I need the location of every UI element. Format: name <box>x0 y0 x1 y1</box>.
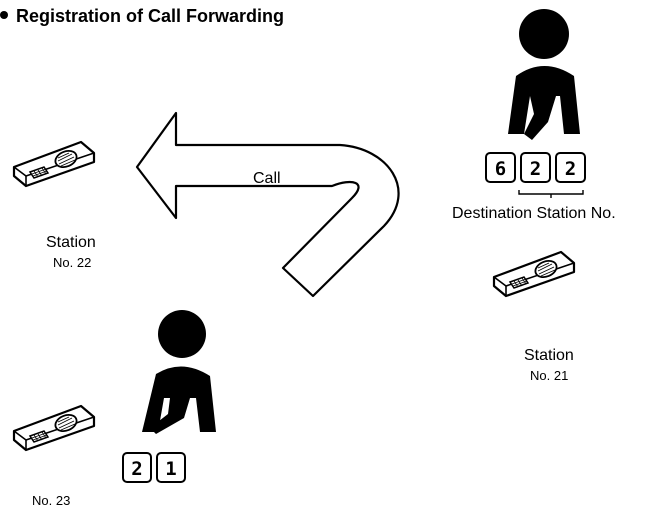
person-icon <box>508 9 580 140</box>
dialed-key: 1 <box>165 458 176 480</box>
dialed-key: 2 <box>131 458 142 480</box>
destination-keys: 6 2 2 <box>485 152 586 183</box>
station-23-number: No. 23 <box>32 493 71 508</box>
dialed-keys: 2 1 <box>122 452 186 483</box>
destination-key: 2 <box>530 158 541 180</box>
telephone-icon <box>492 250 576 298</box>
station-21-label: Station <box>524 347 574 364</box>
bullet-icon <box>0 11 8 20</box>
person-icon <box>142 310 216 434</box>
destination-caption: Destination Station No. <box>452 205 616 222</box>
station-22-label: Station <box>46 234 96 251</box>
title-text: Registration of Call Forwarding <box>16 6 285 26</box>
destination-key: 6 <box>495 158 506 180</box>
diagram-title: Registration of Call Forwarding <box>0 6 284 27</box>
telephone-icon <box>12 140 96 188</box>
brace <box>518 190 584 198</box>
call-arrow <box>135 111 400 298</box>
destination-key: 2 <box>565 158 576 180</box>
call-label: Call <box>253 170 281 187</box>
station-22-number: No. 22 <box>53 255 92 270</box>
station-21-number: No. 21 <box>530 368 569 383</box>
telephone-icon <box>12 404 96 452</box>
